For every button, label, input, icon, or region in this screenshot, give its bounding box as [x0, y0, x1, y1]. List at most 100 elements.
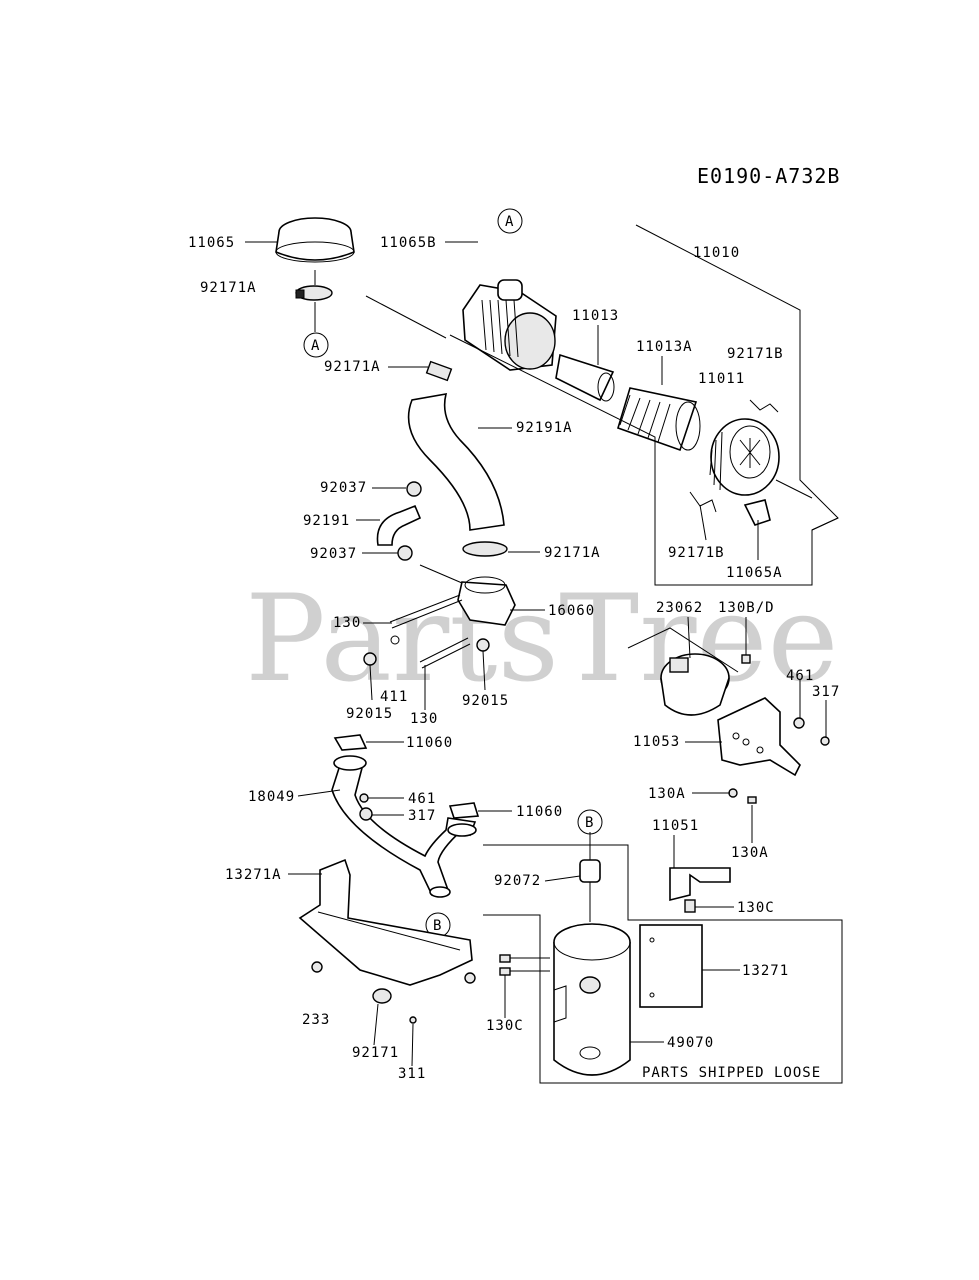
nut-233[interactable] [311, 961, 323, 973]
gasket-11060-mid[interactable] [448, 802, 480, 819]
heat-shield-13271A[interactable] [298, 858, 473, 986]
clamp-92037-top[interactable] [406, 481, 422, 497]
nut-317-right[interactable] [820, 736, 830, 746]
breather-hose-92191[interactable] [376, 504, 422, 546]
label-11060-mid: 11060 [516, 804, 563, 820]
bracket-11051[interactable] [669, 867, 731, 902]
label-23062: 23062 [656, 600, 703, 616]
air-cleaner-body[interactable] [462, 279, 557, 371]
label-317-right: 317 [812, 684, 840, 700]
nut-92015-right[interactable] [476, 638, 490, 652]
callout-a-top: A [497, 208, 523, 234]
label-92037-bot: 92037 [310, 546, 357, 562]
label-317-mid: 317 [408, 808, 436, 824]
svg-text:A: A [505, 214, 514, 230]
nut-317-mid[interactable] [359, 807, 373, 821]
washer-461-mid[interactable] [359, 793, 369, 803]
bolts-130C-left[interactable] [499, 954, 550, 976]
label-92037-top: 92037 [320, 480, 367, 496]
label-92191A: 92191A [516, 420, 573, 436]
label-461-right: 461 [786, 668, 814, 684]
label-49070: 49070 [667, 1035, 714, 1051]
hose-clamp-92171A-mid[interactable] [425, 360, 453, 382]
manifold-16060[interactable] [457, 576, 516, 626]
label-233: 233 [302, 1012, 330, 1028]
diagram-code: E0190-A732B [697, 164, 840, 188]
washer-461-right[interactable] [793, 717, 805, 729]
label-92171B-top: 92171B [727, 346, 784, 362]
label-130A-right: 130A [731, 845, 769, 861]
label-92171: 92171 [352, 1045, 399, 1061]
label-130C-right: 130C [737, 900, 775, 916]
clip-92171[interactable] [372, 988, 392, 1004]
label-13271A: 13271A [225, 867, 282, 883]
label-92171B-bot: 92171B [668, 545, 725, 561]
part-labels: 11065 92171A 11065B 11010 11013 11013A 9… [188, 235, 840, 1082]
gasket-11060-top[interactable] [333, 734, 368, 751]
cover-11011[interactable] [709, 418, 780, 496]
tailpipe-92072[interactable] [579, 832, 601, 883]
label-92171A-top: 92171A [200, 280, 257, 296]
label-11013: 11013 [572, 308, 619, 324]
bolt-130BD[interactable] [741, 654, 751, 664]
nut-92015-left[interactable] [363, 652, 377, 666]
label-11065B: 11065B [380, 235, 437, 251]
svg-text:B: B [433, 918, 441, 934]
leader-lines [245, 241, 827, 1067]
bolt-130A-left[interactable] [728, 788, 738, 798]
label-11053: 11053 [633, 734, 680, 750]
callout-a-left: A [303, 332, 329, 358]
svg-text:A: A [311, 338, 320, 354]
label-11060-top: 11060 [406, 735, 453, 751]
label-92191: 92191 [303, 513, 350, 529]
label-13271: 13271 [742, 963, 789, 979]
cap-11065[interactable] [275, 217, 355, 263]
label-130A-left: 130A [648, 786, 686, 802]
label-411: 411 [380, 689, 408, 705]
clip-92171B-bot[interactable] [689, 491, 717, 513]
bracket-11053[interactable] [717, 697, 801, 777]
bolt-130C-right[interactable] [684, 899, 696, 913]
precleaner-23062[interactable] [660, 653, 730, 716]
clamp-92171A-lower[interactable] [462, 541, 508, 557]
label-11013A: 11013A [636, 339, 693, 355]
plate-13271[interactable] [639, 924, 703, 1008]
label-92072: 92072 [494, 873, 541, 889]
outer-element-11013A[interactable] [617, 387, 701, 452]
label-130C-left: 130C [486, 1018, 524, 1034]
nut-shield-right[interactable] [464, 972, 476, 984]
bolt-130A-right[interactable] [747, 796, 757, 804]
label-92015-right: 92015 [462, 693, 509, 709]
svg-text:B: B [585, 815, 593, 831]
label-311: 311 [398, 1066, 426, 1082]
bolt-130-bot[interactable] [419, 637, 471, 669]
label-130BD: 130B/D [718, 600, 775, 616]
label-11051: 11051 [652, 818, 699, 834]
label-92015-left: 92015 [346, 706, 393, 722]
bolt-311[interactable] [409, 1016, 417, 1024]
clamp-92171A-top[interactable] [295, 285, 333, 301]
parts-shipped-loose-note: PARTS SHIPPED LOOSE [642, 1065, 821, 1081]
valve-11065A[interactable] [743, 499, 771, 526]
bolt-130-left[interactable] [389, 594, 463, 645]
watermark: PartsTree [245, 570, 839, 709]
label-130-bot: 130 [410, 711, 438, 727]
label-11065: 11065 [188, 235, 235, 251]
clamp-92037-bot[interactable] [397, 545, 413, 561]
label-11011: 11011 [698, 371, 745, 387]
label-92171A-clamp: 92171A [544, 545, 601, 561]
intake-hose-92191A[interactable] [407, 392, 505, 531]
label-11065A: 11065A [726, 565, 783, 581]
clip-92171B-top[interactable] [749, 399, 779, 413]
exhaust-pipe-18049[interactable] [331, 755, 477, 898]
callout-b-right: B [577, 809, 603, 835]
inner-element-11013[interactable] [555, 353, 615, 402]
label-11010: 11010 [693, 245, 740, 261]
label-130-left: 130 [333, 615, 361, 631]
label-16060: 16060 [548, 603, 595, 619]
label-92171A-mid: 92171A [324, 359, 381, 375]
label-18049: 18049 [248, 789, 295, 805]
muffler-49070[interactable] [553, 923, 631, 1076]
label-461-mid: 461 [408, 791, 436, 807]
